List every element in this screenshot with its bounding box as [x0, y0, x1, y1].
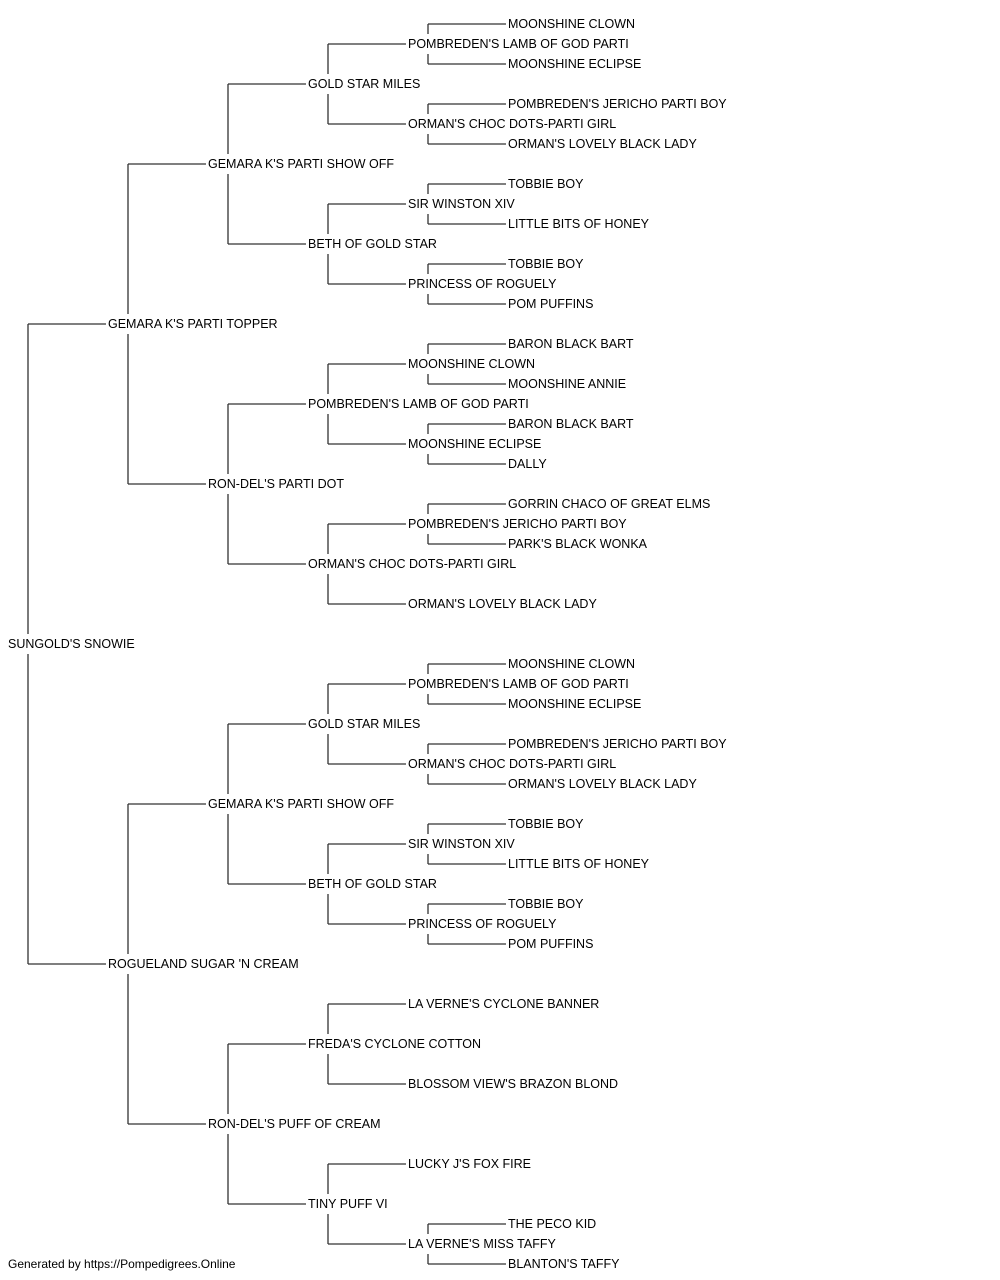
dog-name: MOONSHINE ECLIPSE: [408, 437, 541, 451]
dog-name: MOONSHINE ECLIPSE: [508, 57, 641, 71]
dog-name: BLANTON'S TAFFY: [508, 1257, 620, 1271]
dog-name: GEMARA K'S PARTI TOPPER: [108, 317, 278, 331]
dog-name: TOBBIE BOY: [508, 897, 584, 911]
dog-name: POMBREDEN'S JERICHO PARTI BOY: [508, 737, 727, 751]
dog-name: GOLD STAR MILES: [308, 77, 420, 91]
dog-name: TOBBIE BOY: [508, 817, 584, 831]
dog-name: TOBBIE BOY: [508, 257, 584, 271]
dog-name: ORMAN'S LOVELY BLACK LADY: [508, 137, 697, 151]
dog-name: MOONSHINE ECLIPSE: [508, 697, 641, 711]
dog-name: DALLY: [508, 457, 547, 471]
dog-name: ORMAN'S CHOC DOTS-PARTI GIRL: [408, 117, 616, 131]
dog-name: SIR WINSTON XIV: [408, 197, 515, 211]
dog-name: GEMARA K'S PARTI SHOW OFF: [208, 157, 394, 171]
dog-name: BARON BLACK BART: [508, 417, 634, 431]
dog-name: MOONSHINE CLOWN: [508, 17, 635, 31]
dog-name: BETH OF GOLD STAR: [308, 877, 437, 891]
dog-name: LA VERNE'S MISS TAFFY: [408, 1237, 556, 1251]
dog-name: POMBREDEN'S LAMB OF GOD PARTI: [408, 37, 629, 51]
dog-name: TINY PUFF VI: [308, 1197, 388, 1211]
dog-name: SIR WINSTON XIV: [408, 837, 515, 851]
dog-name: GORRIN CHACO OF GREAT ELMS: [508, 497, 710, 511]
dog-name: GOLD STAR MILES: [308, 717, 420, 731]
dog-name: THE PECO KID: [508, 1217, 596, 1231]
dog-name: ORMAN'S LOVELY BLACK LADY: [408, 597, 597, 611]
dog-name: POM PUFFINS: [508, 937, 593, 951]
dog-name: PRINCESS OF ROGUELY: [408, 917, 557, 931]
dog-name: POMBREDEN'S LAMB OF GOD PARTI: [308, 397, 529, 411]
dog-name: LA VERNE'S CYCLONE BANNER: [408, 997, 599, 1011]
dog-name: ORMAN'S LOVELY BLACK LADY: [508, 777, 697, 791]
dog-name: MOONSHINE CLOWN: [508, 657, 635, 671]
dog-name: RON-DEL'S PARTI DOT: [208, 477, 344, 491]
dog-name: POMBREDEN'S JERICHO PARTI BOY: [408, 517, 627, 531]
dog-name: BETH OF GOLD STAR: [308, 237, 437, 251]
dog-name: GEMARA K'S PARTI SHOW OFF: [208, 797, 394, 811]
dog-name: MOONSHINE ANNIE: [508, 377, 626, 391]
dog-name: LUCKY J'S FOX FIRE: [408, 1157, 531, 1171]
footer-credit: Generated by https://Pompedigrees.Online: [8, 1257, 236, 1271]
dog-name: LITTLE BITS OF HONEY: [508, 857, 650, 871]
dog-name: SUNGOLD'S SNOWIE: [8, 637, 135, 651]
dog-name: PRINCESS OF ROGUELY: [408, 277, 557, 291]
dog-name: MOONSHINE CLOWN: [408, 357, 535, 371]
dog-name: POMBREDEN'S JERICHO PARTI BOY: [508, 97, 727, 111]
dog-name: ROGUELAND SUGAR 'N CREAM: [108, 957, 299, 971]
dog-name: FREDA'S CYCLONE COTTON: [308, 1037, 481, 1051]
dog-name: ORMAN'S CHOC DOTS-PARTI GIRL: [408, 757, 616, 771]
dog-name: BARON BLACK BART: [508, 337, 634, 351]
dog-name: RON-DEL'S PUFF OF CREAM: [208, 1117, 381, 1131]
dog-name: BLOSSOM VIEW'S BRAZON BLOND: [408, 1077, 618, 1091]
dog-name: TOBBIE BOY: [508, 177, 584, 191]
dog-name: POMBREDEN'S LAMB OF GOD PARTI: [408, 677, 629, 691]
dog-name: ORMAN'S CHOC DOTS-PARTI GIRL: [308, 557, 516, 571]
dog-name: POM PUFFINS: [508, 297, 593, 311]
dog-name: LITTLE BITS OF HONEY: [508, 217, 650, 231]
dog-name: PARK'S BLACK WONKA: [508, 537, 648, 551]
